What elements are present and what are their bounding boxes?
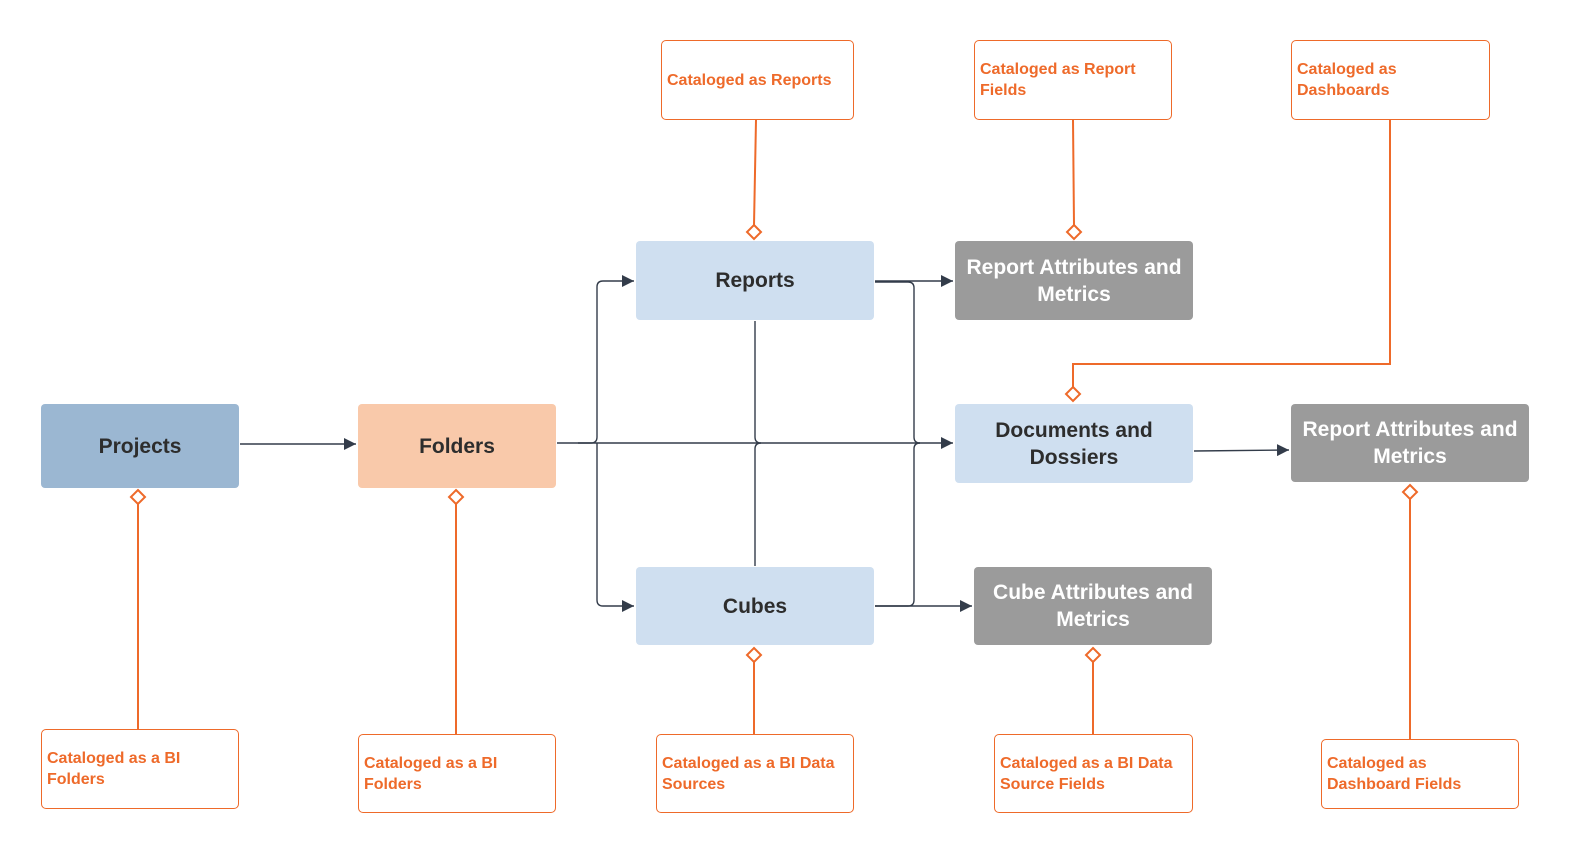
edge-cubes-documents	[875, 442, 921, 607]
diamond-marker	[1401, 483, 1419, 501]
edge-reports-cubes	[754, 321, 762, 566]
documents-dossiers-node[interactable]: Documents and Dossiers	[955, 404, 1193, 483]
note-reports: Cataloged as Reports	[661, 40, 854, 120]
note-link-dashboards	[1072, 120, 1391, 387]
diamond-marker	[1064, 385, 1082, 403]
document-attributes-node[interactable]: Report Attributes and Metrics	[1291, 404, 1529, 482]
diamond-marker	[129, 488, 147, 506]
note-link-report-fields	[1072, 119, 1075, 226]
note-cube-fields: Cataloged as a BI Data Source Fields	[994, 734, 1193, 813]
diamond-marker	[745, 223, 763, 241]
note-dashboards: Cataloged as Dashboards	[1291, 40, 1490, 120]
projects-node[interactable]: Projects	[41, 404, 239, 488]
edge-reports-documents	[875, 281, 921, 444]
note-dashboard-fields: Cataloged as Dashboard Fields	[1321, 739, 1519, 809]
reports-node[interactable]: Reports	[636, 241, 874, 320]
report-attributes-node[interactable]: Report Attributes and Metrics	[955, 241, 1193, 320]
note-cubes: Cataloged as a BI Data Sources	[656, 734, 854, 813]
cubes-node[interactable]: Cubes	[636, 567, 874, 645]
edge-folders-cubes	[596, 443, 634, 612]
diamond-marker	[1084, 646, 1102, 664]
note-report-fields: Cataloged as Report Fields	[974, 40, 1172, 120]
edge-folders-reports	[578, 275, 634, 444]
cube-attributes-node[interactable]: Cube Attributes and Metrics	[974, 567, 1212, 645]
diamond-marker	[1065, 223, 1083, 241]
note-link-reports	[753, 119, 757, 226]
diamond-marker	[745, 646, 763, 664]
edge-documents-document-attributes	[1193, 444, 1290, 457]
folders-node[interactable]: Folders	[358, 404, 556, 488]
note-folders: Cataloged as a BI Folders	[358, 734, 556, 813]
note-projects: Cataloged as a BI Folders	[41, 729, 239, 809]
diamond-marker	[447, 488, 465, 506]
